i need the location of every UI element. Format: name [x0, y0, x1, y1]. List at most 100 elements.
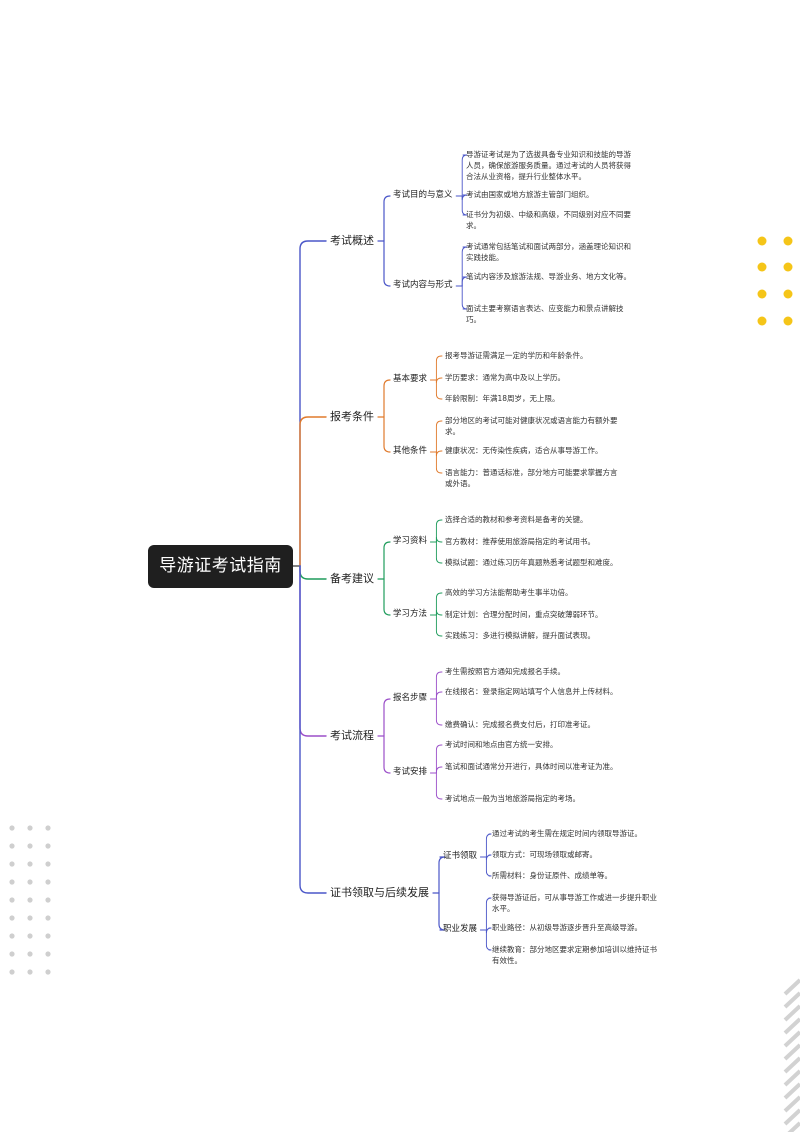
stripe-decoration [783, 1095, 800, 1113]
branch-node[interactable]: 考试概述 [330, 234, 374, 247]
leaf-connector [435, 766, 443, 774]
branch-node[interactable]: 报考条件 [330, 410, 374, 423]
leaf-node[interactable]: 面试主要考察语言表达、应变能力和景点讲解技巧。 [466, 304, 624, 324]
leaf-node[interactable]: 选择合适的教材和参考资料是备考的关键。 [445, 515, 588, 524]
group-node[interactable]: 学习资料 [393, 536, 428, 546]
group-node[interactable]: 证书领取 [443, 851, 478, 861]
leaf-node[interactable]: 在线报名：登录指定网站填写个人信息并上传材料。 [445, 687, 618, 696]
gray-dot-decoration [27, 843, 33, 849]
group-connector [383, 379, 391, 418]
leaf-node[interactable]: 模拟试题：通过练习历年真题熟悉考试题型和难度。 [445, 558, 618, 567]
gray-dot-decoration [45, 969, 51, 975]
group-node[interactable]: 基本要求 [393, 374, 428, 384]
gray-dot-decoration [27, 915, 33, 921]
gray-dot-decoration [27, 825, 33, 831]
leaf-node[interactable]: 考试由国家或地方旅游主管部门组织。 [466, 190, 594, 199]
leaf-node[interactable]: 高效的学习方法能帮助考生事半功倍。 [445, 588, 573, 597]
leaf-node[interactable]: 获得导游证后，可从事导游工作或进一步提升职业水平。 [492, 893, 657, 913]
gray-dot-decoration [9, 825, 15, 831]
leaf-node[interactable]: 官方教材：推荐使用旅游局指定的考试用书。 [445, 537, 595, 546]
stripe-decoration [783, 1082, 800, 1100]
leaf-connector [435, 698, 443, 726]
branch-node[interactable]: 备考建议 [330, 572, 374, 585]
leaf-node[interactable]: 学历要求：通常为高中及以上学历。 [445, 373, 565, 382]
leaf-node[interactable]: 领取方式：可现场领取或邮寄。 [492, 850, 597, 859]
leaf-node[interactable]: 所需材料：身份证原件、成绩单等。 [492, 871, 612, 880]
stripe-decoration [783, 1004, 800, 1022]
leaf-node[interactable]: 报考导游证需满足一定的学历和年龄条件。 [445, 351, 588, 360]
gray-dot-decoration [9, 969, 15, 975]
branch-connector [299, 240, 327, 567]
leaf-node[interactable]: 证书分为初级、中级和高级，不同级别对应不同要求。 [466, 210, 631, 230]
gray-dot-decoration [45, 843, 51, 849]
group-connector [383, 541, 391, 580]
gray-dot-decoration [45, 861, 51, 867]
leaf-connector [435, 355, 443, 381]
branch-connector [299, 565, 327, 894]
leaf-connector [435, 519, 443, 543]
leaf-node[interactable]: 健康状况：无传染性疾病，适合从事导游工作。 [445, 446, 603, 455]
leaf-connector [435, 541, 443, 564]
branch-node[interactable]: 考试流程 [330, 729, 374, 742]
leaf-node[interactable]: 考试时间和地点由官方统一安排。 [445, 740, 558, 749]
stripe-decoration [787, 1121, 800, 1132]
group-node[interactable]: 考试内容与形式 [393, 280, 453, 290]
leaf-connector [435, 744, 443, 774]
group-node[interactable]: 其他条件 [393, 446, 428, 456]
leaf-node[interactable]: 职业路径：从初级导游逐步晋升至高级导游。 [492, 923, 642, 932]
yellow-dot-decoration [783, 316, 793, 326]
leaf-connector [435, 671, 443, 700]
gray-dot-decoration [9, 915, 15, 921]
leaf-node[interactable]: 部分地区的考试可能对健康状况或语言能力有额外要求。 [445, 416, 618, 436]
group-node[interactable]: 考试安排 [393, 767, 428, 777]
gray-dot-decoration [27, 879, 33, 885]
gray-dot-decoration [27, 861, 33, 867]
leaf-node[interactable]: 导游证考试是为了选拔具备专业知识和技能的导游人员，确保旅游服务质量。通过考试的人… [466, 150, 631, 181]
leaf-node[interactable]: 语言能力：普通话标准，部分地方可能要求掌握方言或外语。 [445, 468, 618, 488]
leaf-node[interactable]: 考生需按照官方通知完成报名手续。 [445, 667, 565, 676]
leaf-connector [435, 379, 443, 400]
leaf-node[interactable]: 考试通常包括笔试和面试两部分，涵盖理论知识和实践技能。 [466, 242, 631, 262]
leaf-node[interactable]: 笔试和面试通常分开进行，具体时间以准考证为准。 [445, 762, 618, 771]
branch-node[interactable]: 证书领取与后续发展 [330, 886, 429, 899]
leaf-node[interactable]: 考试地点一般为当地旅游局指定的考场。 [445, 794, 580, 803]
leaf-node[interactable]: 笔试内容涉及旅游法规、导游业务、地方文化等。 [466, 272, 631, 281]
leaf-connector [435, 592, 443, 616]
yellow-dot-decoration [783, 236, 793, 246]
gray-dot-decoration [45, 933, 51, 939]
root-node-title[interactable]: 导游证考试指南 [148, 545, 293, 588]
yellow-dot-decoration [783, 289, 793, 299]
group-node[interactable]: 报名步骤 [393, 693, 428, 703]
yellow-dot-decoration [757, 236, 767, 246]
gray-dot-decoration [45, 879, 51, 885]
stripe-decoration [783, 991, 800, 1009]
leaf-connector [485, 929, 492, 951]
group-node[interactable]: 职业发展 [443, 924, 478, 934]
gray-dot-decoration [9, 843, 15, 849]
yellow-dot-decoration [757, 316, 767, 326]
leaf-node[interactable]: 通过考试的考生需在规定时间内领取导游证。 [492, 829, 642, 838]
leaf-connector [461, 246, 468, 287]
group-connector [383, 735, 391, 774]
gray-dot-decoration [27, 951, 33, 957]
leaf-node[interactable]: 年龄限制：年满18周岁，无上限。 [445, 394, 560, 403]
leaf-connector [461, 154, 468, 197]
group-node[interactable]: 学习方法 [393, 609, 428, 619]
gray-dot-decoration [27, 969, 33, 975]
group-node[interactable]: 考试目的与意义 [393, 190, 453, 200]
yellow-dot-decoration [757, 289, 767, 299]
leaf-connector [435, 536, 443, 543]
stripe-decoration [783, 1043, 800, 1061]
leaf-connector [435, 609, 443, 616]
leaf-node[interactable]: 继续教育：部分地区要求定期参加培训以维持证书有效性。 [492, 945, 657, 965]
leaf-node[interactable]: 实践练习：多进行模拟讲解，提升面试表现。 [445, 631, 595, 640]
leaf-connector [461, 195, 468, 216]
gray-dot-decoration [27, 933, 33, 939]
leaf-node[interactable]: 制定计划：合理分配时间，重点突破薄弱环节。 [445, 610, 603, 619]
group-connector [438, 892, 446, 931]
gray-dot-decoration [9, 951, 15, 957]
leaf-node[interactable]: 缴费确认：完成报名费支付后，打印准考证。 [445, 720, 595, 729]
